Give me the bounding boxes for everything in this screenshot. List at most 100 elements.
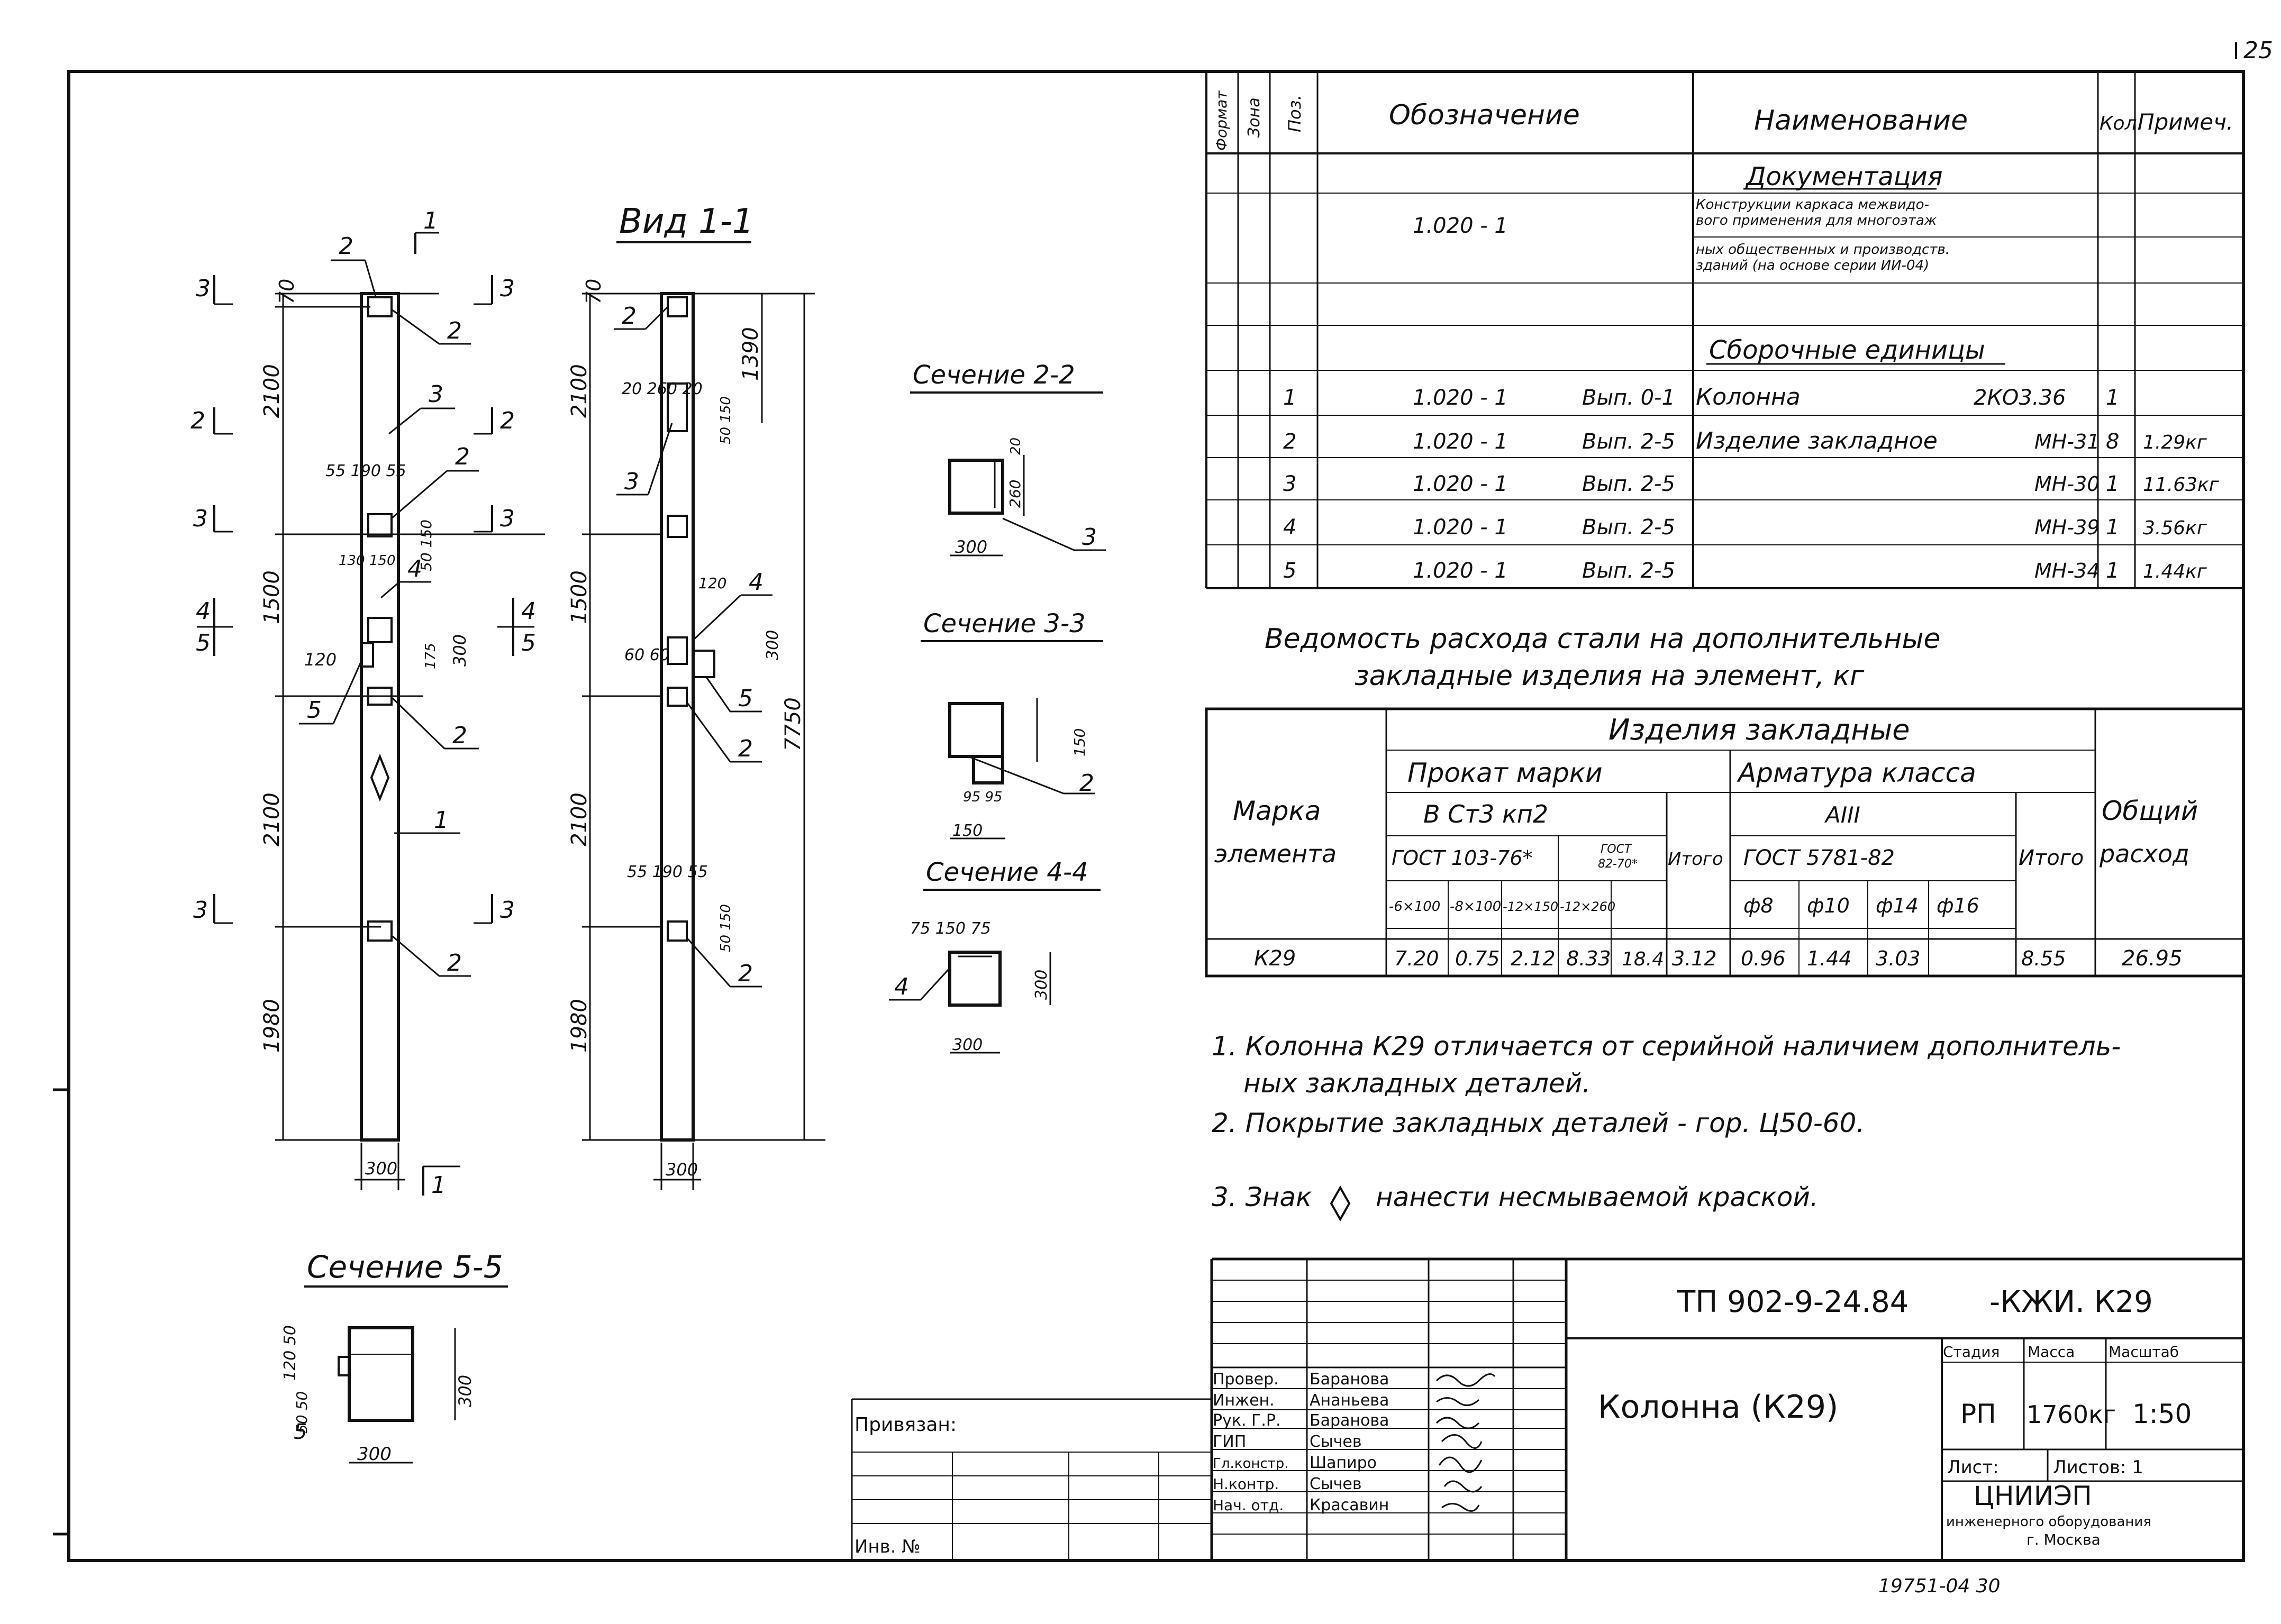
h-prokat: Прокат марки	[1407, 758, 1603, 788]
dim-50-150: 50 150	[417, 519, 435, 571]
svg-text:Шапиро: Шапиро	[1310, 1454, 1377, 1472]
spec-rows: 1 1.020 - 1 Вып. 0-1 Колонна 2КО3.36 1 2…	[1283, 384, 2220, 583]
cut-marks-main	[197, 232, 534, 1196]
row5-mark: МН-34	[2034, 559, 2100, 582]
hdr-name: Наименование	[1754, 105, 1968, 136]
asm-section-title: Сборочные единицы	[1709, 335, 1985, 365]
hdr-zone: Зона	[1245, 97, 1264, 138]
view-1-1-title: Вид 1-1	[619, 202, 754, 241]
row3-qty: 1	[2106, 472, 2119, 496]
note-3b: нанести несмываемой краской.	[1376, 1182, 1819, 1212]
s22-w: 300	[955, 537, 987, 557]
cut-numbers-main: 3 3 2 2 3 3 4 5 4 5 3 3	[190, 275, 536, 924]
svg-text:Красавин: Красавин	[1310, 1496, 1389, 1514]
tb-name: Колонна (К29)	[1598, 1389, 1838, 1426]
svg-text:2: 2	[339, 233, 353, 260]
tb-roles: Провер. Инжен. Рук. Г.Р. ГИП Гл.констр. …	[1213, 1370, 1289, 1514]
section-3-3-drawing	[948, 698, 1095, 840]
hdr-format: Формат	[1213, 90, 1230, 151]
svg-text:3: 3	[429, 381, 443, 408]
side-dim-total: 7750	[781, 697, 805, 751]
s55-h: 300	[455, 1375, 475, 1407]
dim-top: 70	[275, 279, 298, 304]
s22-t: 20	[1008, 437, 1024, 455]
row2-note: 1.29кг	[2143, 432, 2207, 453]
svg-text:-12×150: -12×150	[1503, 899, 1558, 914]
row3-mark: МН-30	[2034, 472, 2100, 496]
s44-h: 300	[1032, 970, 1051, 1000]
tb-mass: 1760кг	[2026, 1400, 2116, 1429]
doc-code: 1.020 - 1	[1413, 214, 1508, 238]
steel-sizes: -6×100 -8×100 -12×150 -12×260 ф8 ф10 ф14…	[1389, 894, 1979, 917]
side-dim-widths-b: 20 260 20	[622, 380, 703, 398]
svg-text:3: 3	[500, 275, 515, 302]
spec-table-grid	[1205, 71, 2243, 589]
h-armatura: Арматура класса	[1737, 758, 1976, 788]
row1-issue: Вып. 0-1	[1582, 386, 1675, 410]
dim-width: 300	[365, 1158, 397, 1179]
side-dim-top: 70	[582, 279, 605, 304]
row4-pos: 4	[1283, 515, 1296, 540]
dim-widths-c: 130 150	[339, 553, 396, 569]
svg-text:26.95: 26.95	[2122, 946, 2183, 971]
svg-text:Рук. Г.Р.: Рук. Г.Р.	[1213, 1411, 1281, 1430]
s44-w: 300	[952, 1036, 983, 1054]
tb-scale-h: Масштаб	[2109, 1343, 2179, 1361]
corner-number: 25	[2243, 37, 2273, 64]
row4-qty: 1	[2106, 515, 2119, 540]
svg-text:3: 3	[500, 897, 515, 924]
h-gost-1: ГОСТ 103-76*	[1392, 846, 1533, 870]
section-5-5-title: Сечение 5-5	[307, 1249, 503, 1285]
h-marka-2: элемента	[1214, 840, 1337, 868]
side-dim-50-150-b: 50 150	[718, 904, 734, 952]
tb-org-3: г. Москва	[2026, 1531, 2101, 1548]
steel-title-1: Ведомость расхода стали на дополнительны…	[1265, 623, 1940, 655]
tb-doc-number: ТП 902-9-24.84	[1677, 1285, 1909, 1319]
row2-qty: 8	[2106, 430, 2119, 454]
svg-text:0.96: 0.96	[1741, 947, 1786, 970]
side-dim-60-60: 60 60	[624, 646, 670, 664]
svg-text:4: 4	[749, 569, 764, 596]
s22-callout: 3	[1082, 524, 1097, 551]
svg-text:3: 3	[193, 505, 208, 532]
note-3a: 3. Знак	[1212, 1182, 1312, 1212]
h-gost-2a: ГОСТ	[1601, 843, 1632, 856]
row3-issue: Вып. 2-5	[1582, 472, 1675, 496]
svg-text:Ананьева: Ананьева	[1310, 1391, 1389, 1410]
svg-text:ГИП: ГИП	[1213, 1433, 1246, 1451]
side-dim-seg2: 1500	[567, 570, 592, 624]
tb-stage: РП	[1960, 1399, 1996, 1429]
svg-text:-12×260: -12×260	[1560, 899, 1615, 914]
tb-inv: Инв. №	[855, 1536, 921, 1557]
s55-bot: 50 50	[293, 1391, 311, 1434]
h-total-1: Общий	[2102, 796, 2198, 826]
tb-sheet: Лист:	[1947, 1457, 1999, 1478]
svg-text:1: 1	[434, 807, 449, 834]
svg-text:ф14: ф14	[1876, 894, 1919, 917]
svg-text:3: 3	[624, 468, 639, 495]
svg-text:2: 2	[738, 960, 753, 987]
side-dim-50-150: 50 150	[718, 396, 734, 444]
steel-table-grid	[1205, 707, 2245, 978]
svg-text:Сычев: Сычев	[1310, 1475, 1362, 1493]
doc-section-title: Документация	[1745, 162, 1943, 191]
s33-dims: 95 95	[963, 789, 1002, 805]
section-4-4-drawing	[889, 951, 1051, 1054]
row2-mark: МН-31	[2034, 430, 2100, 453]
svg-text:Сычев: Сычев	[1310, 1433, 1362, 1451]
tb-doc-suffix: -КЖИ. К29	[1989, 1285, 2153, 1319]
row1-mark: 2КО3.36	[1974, 386, 2066, 410]
diamond-sign-icon	[1330, 1185, 1351, 1222]
s33-callout: 2	[1079, 770, 1094, 797]
row1-qty: 1	[2106, 386, 2119, 410]
row5-code: 1.020 - 1	[1413, 559, 1508, 583]
svg-text:3.12: 3.12	[1672, 947, 1717, 970]
section-4-4-title: Сечение 4-4	[926, 857, 1088, 887]
dim-seg3: 2100	[260, 792, 284, 846]
s55-callout: 5	[294, 1420, 307, 1444]
tb-stage-h: Стадия	[1943, 1343, 2000, 1361]
column-elevation	[275, 292, 545, 1190]
svg-text:Баранова: Баранова	[1310, 1411, 1389, 1430]
